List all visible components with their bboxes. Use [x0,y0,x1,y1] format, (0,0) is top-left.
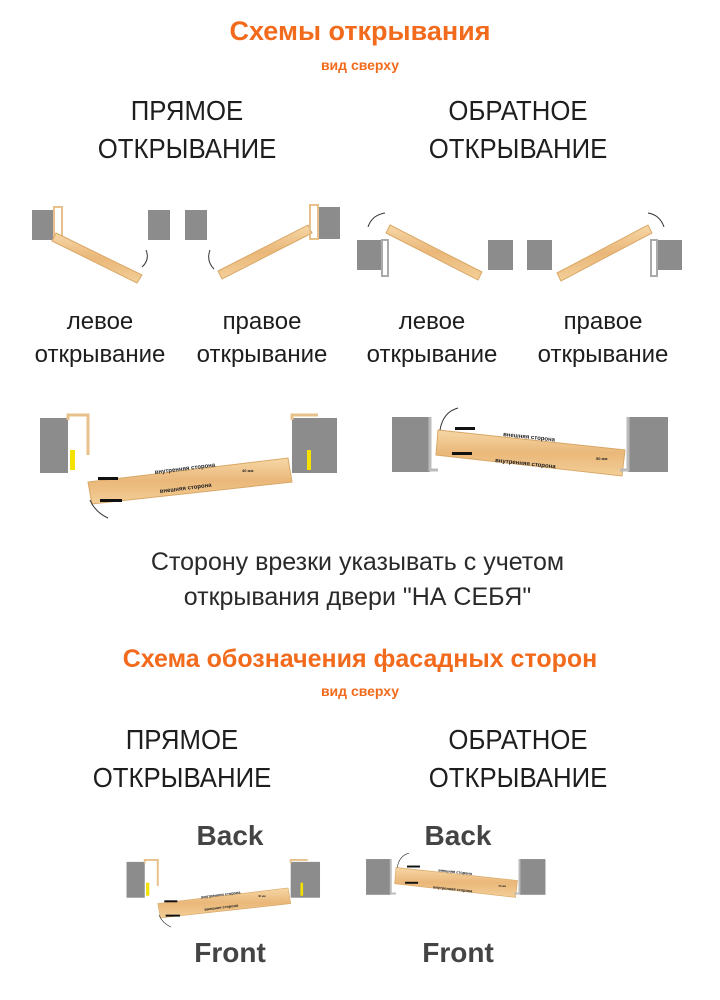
label-line: правое [563,308,643,335]
heading-line: ОТКРЫВАНИЕ [428,133,608,164]
right-opening-label: правое открывание [523,305,683,371]
direct-right-diagram [185,204,340,280]
outer-side-label: внешняя сторона [438,867,473,876]
label-line: открывание [34,341,166,368]
direct-door-diagram: внутренняя сторона внешняя сторона 40 мм [40,413,337,519]
thickness-label: 50 мм [499,884,507,888]
label-line: правое [222,308,302,335]
heading-line: ОТКРЫВАНИЕ [97,133,277,164]
label-line: открывание [366,341,498,368]
heading-line: ОБРАТНОЕ [448,95,588,126]
thickness-label: 50 мм [596,456,608,461]
heading-line: ПРЯМОЕ [130,95,244,126]
label-line: открывание [196,341,328,368]
small-door-diagrams [32,204,682,284]
section-subtitle: вид сверху [320,57,400,73]
section-title: Схема обозначения фасадных сторон [122,645,598,673]
reverse-right-diagram [527,212,682,282]
heading-line: ПРЯМОЕ [125,724,239,755]
direct-facade-diagram: внутренняя сторона внешняя сторона 40 мм [126,858,321,928]
direct-left-diagram [32,206,170,284]
right-opening-label: правое открывание [182,305,342,371]
direct-opening-heading: ПРЯМОЕ ОТКРЫВАНИЕ [77,92,298,168]
reverse-facade-diagram: внешняя сторона внутренняя сторона 50 мм [366,852,546,898]
left-opening-label: левое открывание [20,305,180,371]
reverse-opening-heading: ОБРАТНОЕ ОТКРЫВАНИЕ [408,92,629,168]
heading-line: ОБРАТНОЕ [448,724,588,755]
reverse-opening-heading: ОБРАТНОЕ ОТКРЫВАНИЕ [408,721,629,797]
front-label: Front [194,937,266,968]
label-line: левое [66,308,134,335]
heading-line: ОТКРЫВАНИЕ [92,762,272,793]
direct-opening-heading: ПРЯМОЕ ОТКРЫВАНИЕ [72,721,293,797]
instruction-note: Сторону врезки указывать с учетом открыв… [0,545,715,615]
reverse-left-diagram [357,212,513,281]
front-label: Front [422,937,494,968]
inner-side-label: внутренняя сторона [201,889,242,899]
left-opening-label: левое открывание [352,305,512,371]
reverse-door-diagram: внешняя сторона внутренняя сторона 50 мм [392,407,668,477]
outer-side-label: внешняя сторона [204,903,239,912]
inner-side-label: внутренняя сторона [433,884,474,893]
label-line: левое [398,308,466,335]
label-line: открывание [537,341,669,368]
note-line: открывания двери "НА СЕБЯ" [183,583,532,611]
back-label: Back [196,820,264,851]
thickness-label: 40 мм [258,894,266,898]
section-subtitle: вид сверху [320,683,400,699]
note-line: Сторону врезки указывать с учетом [150,548,565,576]
back-label: Back [424,820,492,851]
section-title: Схемы открывания [229,16,491,46]
heading-line: ОТКРЫВАНИЕ [428,762,608,793]
outer-side-label: внешняя сторона [503,432,556,443]
thickness-label: 40 мм [242,468,254,473]
